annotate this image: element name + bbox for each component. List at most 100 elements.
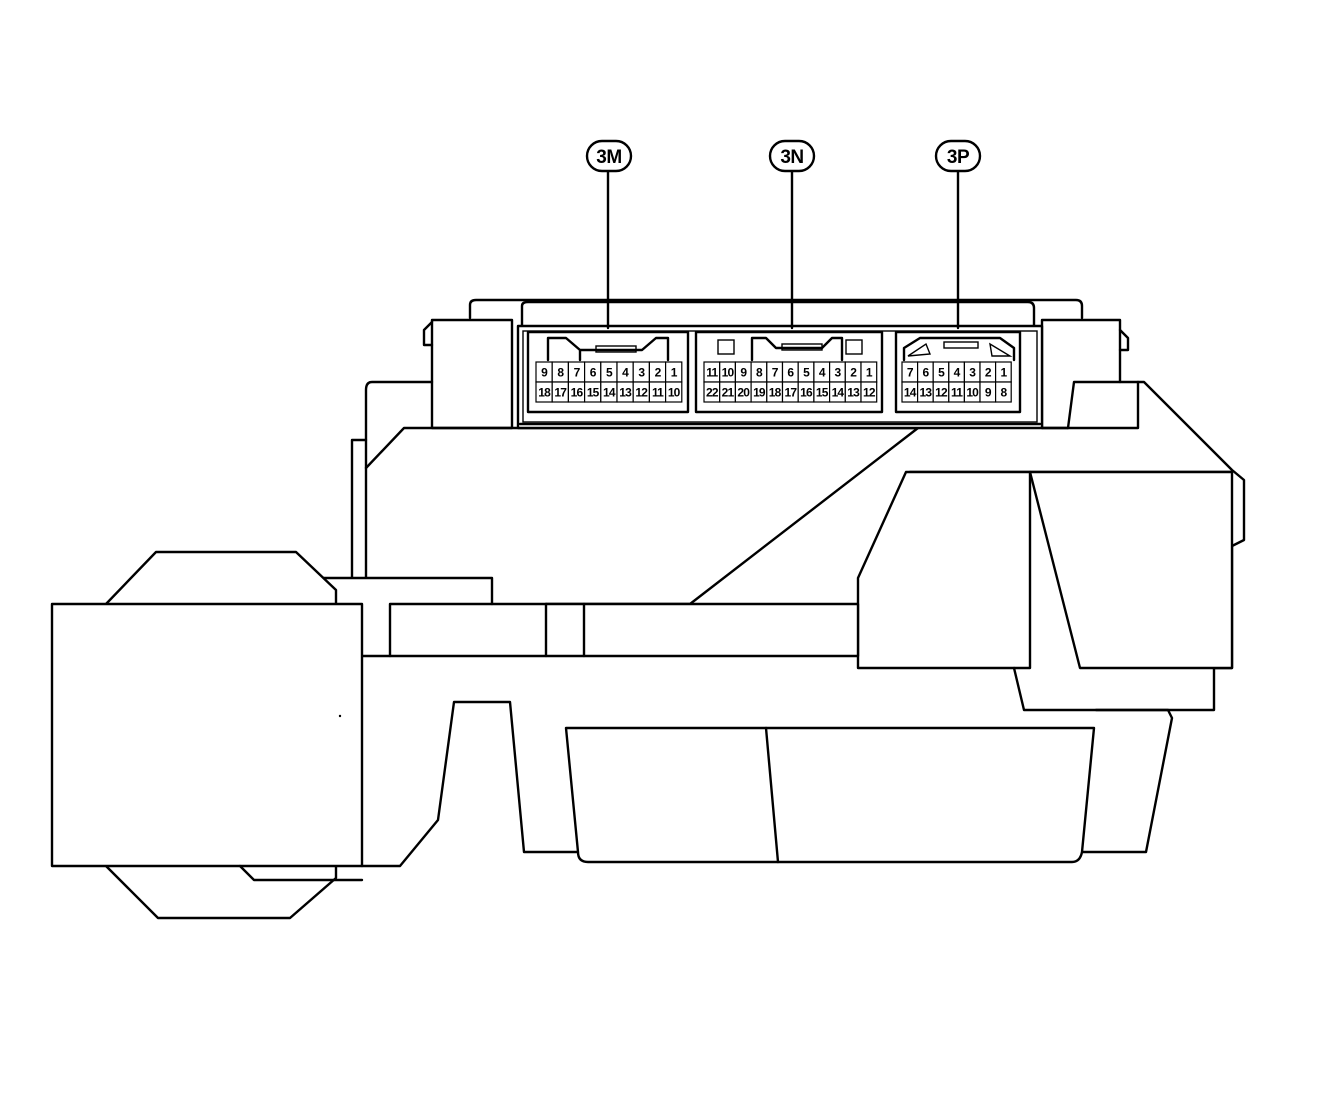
connector-3m-latch bbox=[546, 336, 670, 362]
pin-number: 10 bbox=[966, 386, 979, 400]
pin-number: 6 bbox=[590, 366, 597, 380]
pin-number: 7 bbox=[772, 366, 779, 380]
pin-cell bbox=[994, 381, 1012, 403]
housing-upper-frame bbox=[430, 318, 514, 430]
housing-right-upper bbox=[1066, 380, 1246, 712]
pin-number: 7 bbox=[574, 366, 581, 380]
housing-lower-left bbox=[360, 700, 580, 868]
pin-number: 11 bbox=[951, 386, 963, 400]
housing-right-shelf bbox=[1040, 380, 1140, 430]
pin-number: 9 bbox=[541, 366, 548, 380]
housing-right-frame bbox=[1040, 318, 1122, 430]
pin-number: 7 bbox=[907, 366, 914, 380]
pin-number: 5 bbox=[938, 366, 945, 380]
housing-lower-panel bbox=[564, 726, 1096, 864]
pin-number: 5 bbox=[606, 366, 613, 380]
pin-number: 6 bbox=[787, 366, 794, 380]
pin-number: 15 bbox=[816, 386, 829, 400]
pin-number: 12 bbox=[863, 386, 876, 400]
housing-right-panel bbox=[1028, 470, 1234, 670]
pin-number: 8 bbox=[557, 366, 564, 380]
pin-number: 2 bbox=[655, 366, 662, 380]
connector-3n-key bbox=[781, 343, 823, 351]
connector-3m-key bbox=[595, 345, 637, 353]
pin-number: 6 bbox=[922, 366, 929, 380]
pin-number: 13 bbox=[847, 386, 860, 400]
pin-number: 9 bbox=[985, 386, 992, 400]
pin-number: 12 bbox=[635, 386, 648, 400]
callout-3p-badge bbox=[934, 139, 982, 173]
housing-top-cap bbox=[468, 298, 1084, 320]
connector-3p-latch bbox=[902, 336, 1016, 362]
housing-actuator-notch bbox=[238, 864, 364, 882]
connector-3n-left-key bbox=[717, 339, 735, 355]
pin-number: 3 bbox=[835, 366, 842, 380]
pin-number: 18 bbox=[769, 386, 782, 400]
component-housing bbox=[50, 298, 1246, 920]
housing-top-rim bbox=[520, 300, 1036, 332]
pin-number: 3 bbox=[969, 366, 976, 380]
connector-3n-latch bbox=[750, 336, 844, 362]
pin-number: 12 bbox=[935, 386, 948, 400]
pin-number: 14 bbox=[832, 386, 845, 400]
pin-number: 5 bbox=[803, 366, 810, 380]
pin-number: 10 bbox=[722, 366, 735, 380]
callout-3n-label: 3N bbox=[780, 147, 803, 168]
pin-number: 14 bbox=[904, 386, 917, 400]
connector-3p-key bbox=[943, 341, 979, 349]
housing-main-left bbox=[350, 380, 434, 580]
callout-3p-label: 3P bbox=[947, 147, 970, 168]
housing-actuator-dot bbox=[338, 714, 342, 718]
pin-number: 17 bbox=[554, 386, 567, 400]
housing-actuator-box bbox=[50, 602, 364, 868]
callout-3n: 3N bbox=[768, 139, 816, 330]
pin-number: 1 bbox=[1000, 366, 1007, 380]
housing-lower-divider bbox=[764, 726, 780, 864]
pin-number: 16 bbox=[800, 386, 813, 400]
housing-mid-panel bbox=[856, 470, 1032, 670]
housing-lower-outline bbox=[1012, 666, 1174, 854]
housing-duct-inner bbox=[388, 602, 586, 658]
pin-number: 15 bbox=[587, 386, 600, 400]
pin-number: 10 bbox=[668, 386, 681, 400]
pin-number: 8 bbox=[1000, 386, 1007, 400]
pin-number: 19 bbox=[753, 386, 766, 400]
pin-cell bbox=[664, 381, 683, 403]
housing-duct bbox=[288, 576, 860, 658]
pin-cell bbox=[860, 381, 878, 403]
pin-number: 17 bbox=[784, 386, 797, 400]
pin-number: 18 bbox=[538, 386, 551, 400]
pin-number: 13 bbox=[619, 386, 632, 400]
pin-number: 9 bbox=[740, 366, 747, 380]
pin-number: 4 bbox=[819, 366, 826, 380]
pin-number: 3 bbox=[638, 366, 645, 380]
pin-number: 14 bbox=[603, 386, 616, 400]
pin-number: 4 bbox=[622, 366, 629, 380]
pin-number: 2 bbox=[850, 366, 857, 380]
pin-number: 4 bbox=[954, 366, 961, 380]
callout-3p: 3P bbox=[934, 139, 982, 330]
housing-left-tab bbox=[422, 320, 434, 347]
pin-number: 1 bbox=[671, 366, 678, 380]
pin-number: 11 bbox=[652, 386, 664, 400]
housing-right-tab bbox=[1118, 328, 1130, 352]
pin-number: 16 bbox=[571, 386, 584, 400]
connector-3p-right-ramp bbox=[989, 342, 1013, 357]
pin-number: 11 bbox=[706, 366, 718, 380]
callout-3m: 3M bbox=[585, 139, 633, 330]
pin-number: 21 bbox=[722, 386, 735, 400]
pin-number: 13 bbox=[920, 386, 933, 400]
pin-number: 2 bbox=[985, 366, 992, 380]
pin-number: 8 bbox=[756, 366, 763, 380]
callout-3m-badge bbox=[585, 139, 633, 173]
connector-3p-left-ramp bbox=[907, 342, 931, 357]
callout-3m-label: 3M bbox=[596, 147, 621, 168]
callout-3n-badge bbox=[768, 139, 816, 173]
